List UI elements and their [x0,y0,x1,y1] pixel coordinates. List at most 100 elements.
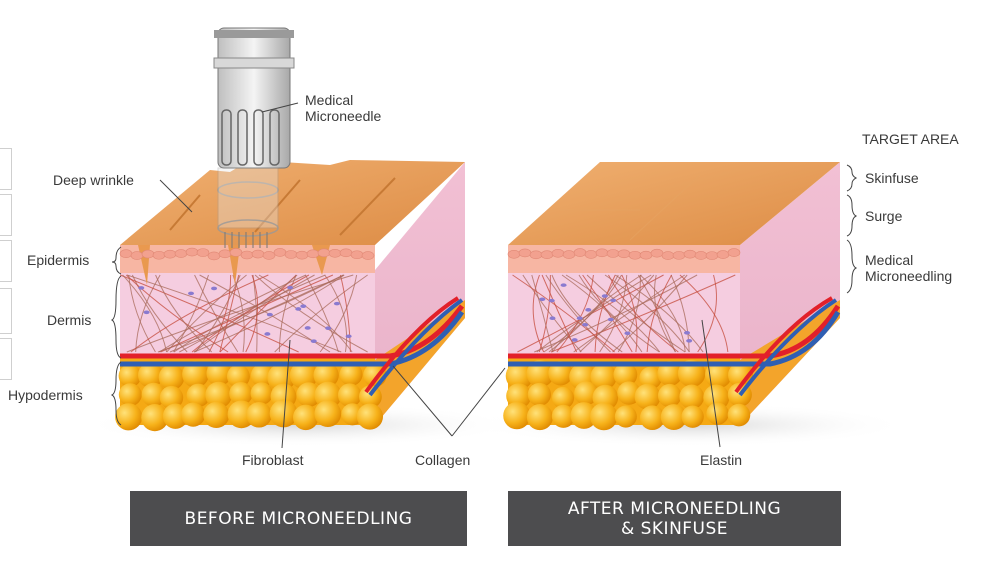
fat-cell [158,364,185,391]
fat-cell [590,402,618,431]
fibroblast-cell [607,317,614,322]
collagen-fiber [254,274,368,353]
fat-cell [141,382,166,407]
collagen-fiber [258,274,353,353]
fat-cell [613,362,638,387]
epidermis-cell [163,249,177,259]
fat-cell [617,381,641,405]
epidermis-cell [207,251,221,261]
collagen-fiber [173,274,326,353]
fibroblast-cell [188,291,195,296]
collagen-fiber [319,274,358,353]
fat-cell [118,383,142,407]
epidermis-cell [518,248,532,258]
fat-cell [206,360,232,386]
epidermis-cell [606,249,620,258]
collagen-fiber [531,274,554,353]
fat-cell [590,363,617,390]
epidermis-cell [683,249,697,259]
skinfuse-label: Skinfuse [865,170,919,186]
collagen-fiber [536,274,652,353]
fat-cell [337,383,362,407]
before-banner: BEFORE MICRONEEDLING [130,491,467,546]
epidermis-cell [350,250,364,260]
fibroblast-cell [582,322,589,327]
fibroblast-cell [684,330,691,335]
fibroblast-cell [549,316,556,321]
fat-cell [506,383,532,409]
side-tab[interactable] [0,194,12,236]
fibroblast-cell [325,326,332,330]
right-epidermis [508,245,740,273]
fat-cell [250,382,273,405]
epidermis-cell [119,249,133,258]
side-tab[interactable] [0,338,12,380]
collagen-fiber [194,274,239,353]
microneedle-device [213,27,295,248]
side-tab[interactable] [0,148,12,190]
before-skin-block [115,160,465,432]
fibroblast-cell [287,285,294,290]
collagen-label: Collagen [415,452,471,468]
collagen-fiber [612,274,688,353]
fat-cell [246,402,272,428]
collagen-fiber [697,274,717,353]
collagen-fiber [232,274,245,353]
epidermis-cell [361,251,375,260]
epidermis-cell [141,249,155,259]
right-top-surface [508,162,840,245]
side-tab[interactable] [0,288,12,334]
fat-cell [574,381,599,406]
fat-cell [229,382,253,406]
epidermis-cell [661,251,675,260]
epidermis-cell [672,251,686,260]
collagen-fiber [615,274,704,353]
fat-cell [159,385,184,410]
fat-cell [704,361,732,389]
epidermis-cell [716,250,730,259]
fat-cell [205,381,232,409]
collagen-fiber [120,274,299,353]
epidermis-cell [650,248,664,258]
collagen-fiber [639,274,686,353]
epidermis-cell [507,249,521,259]
fat-cell [639,405,665,431]
collagen-fiber [541,274,578,353]
collagen-fiber [551,274,623,353]
epidermis-cell [628,250,642,260]
collagen-fiber [617,274,641,353]
collagen-fiber [543,274,622,353]
collagen-fiber [637,274,676,353]
fat-cell [681,405,704,428]
epidermis-cell [540,250,554,259]
after-skin-block [503,162,841,431]
side-tab[interactable] [0,240,12,282]
fat-cell [141,404,169,432]
fibroblast-cell [539,297,546,302]
fat-cell [727,362,754,388]
fat-cell [203,401,230,429]
collagen-fiber [512,274,615,353]
fibroblast-cell [601,294,608,298]
fibroblast-cell [266,312,273,317]
collagen-fiber [550,274,736,353]
deep-wrinkle-label: Deep wrinkle [53,172,134,188]
medical-microneedle-label: Medical Microneedle [305,92,382,124]
epidermis-cell [573,248,587,257]
fat-cell [186,383,211,408]
fat-cell [505,362,534,390]
collagen-fiber [594,274,616,353]
epidermis-cell [694,251,708,260]
epidermis-cell [639,250,653,260]
fat-cell [503,401,531,430]
fat-cell [548,361,573,386]
collagen-fiber [534,274,698,353]
epidermis-cell [284,250,298,259]
collagen-fiber [646,274,672,353]
leader-lines [110,102,858,449]
fat-cell [639,366,662,390]
collagen-fiber [561,274,643,353]
before-banner-text: BEFORE MICRONEEDLING [184,508,413,529]
fat-cell [706,402,729,425]
fibroblast-cell [345,334,352,339]
